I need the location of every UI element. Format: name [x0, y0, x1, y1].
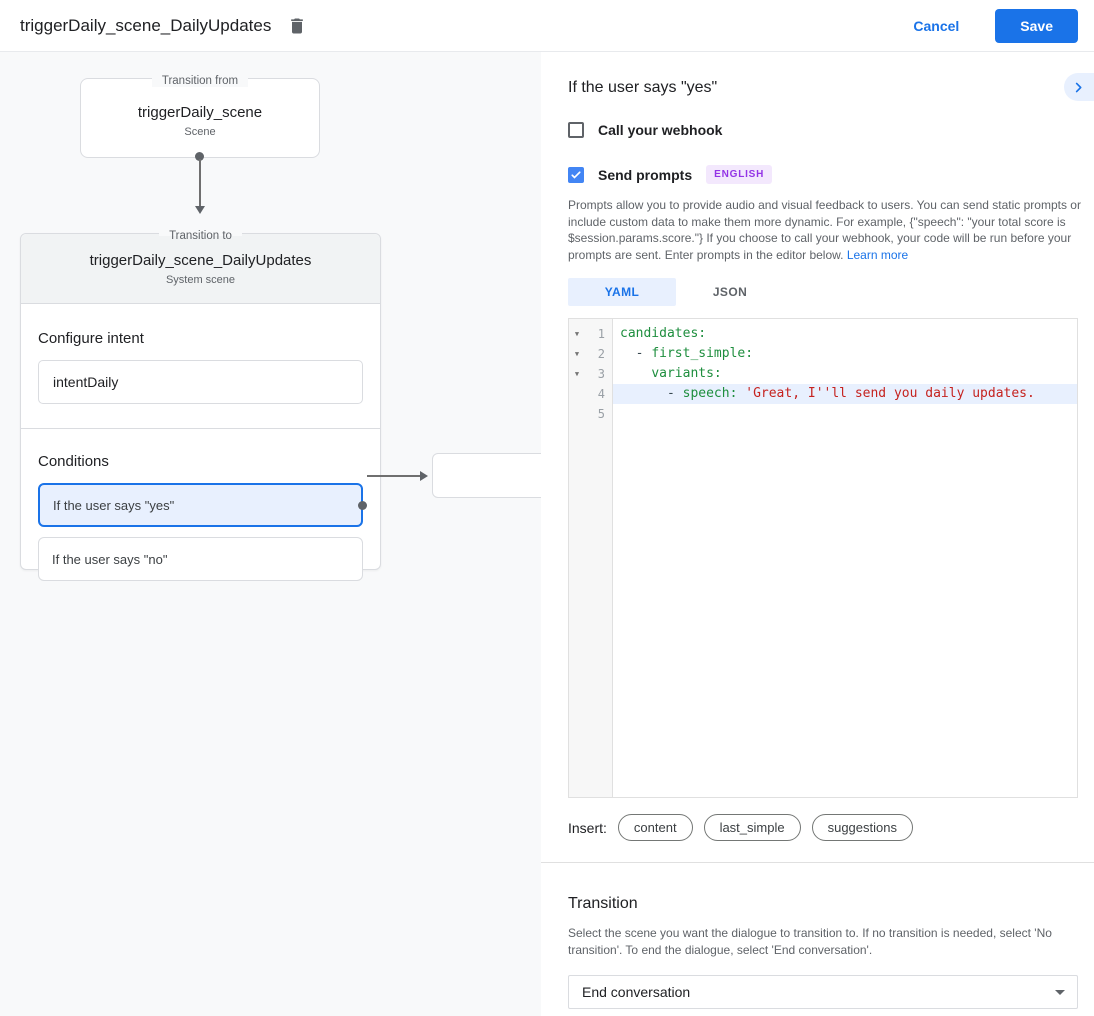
conditions-label: Conditions [38, 453, 109, 470]
page-title: triggerDaily_scene_DailyUpdates [20, 15, 272, 35]
tab-yaml[interactable]: YAML [568, 278, 676, 306]
send-prompts-label: Send prompts [598, 166, 693, 183]
configure-intent-label: Configure intent [38, 330, 144, 347]
transition-to-legend: Transition to [21, 226, 380, 244]
gutter-row: ▼ 3 [569, 364, 612, 384]
insert-row: Insert: content last_simple suggestions [568, 814, 1078, 841]
transition-to-node[interactable]: Transition to triggerDaily_scene_DailyUp… [20, 230, 381, 581]
from-scene-name: triggerDaily_scene [137, 104, 263, 121]
fold-arrow-icon[interactable]: ▼ [574, 350, 580, 358]
webhook-checkbox-label: Call your webhook [598, 122, 723, 138]
arrow-down-icon [195, 206, 205, 214]
line-number: 2 [597, 347, 605, 361]
editor-code-area[interactable]: candidates: - first_simple: variants: - … [613, 319, 1077, 797]
tab-json[interactable]: JSON [712, 285, 748, 299]
gutter-row: 5 [569, 404, 612, 424]
transition-description: Select the scene you want the dialogue t… [568, 926, 1052, 957]
connector-line-horizontal [367, 475, 421, 477]
panel-title: If the user says "yes" [568, 79, 718, 96]
save-button[interactable]: Save [995, 8, 1078, 43]
to-scene-name: triggerDaily_scene_DailyUpdates [89, 251, 312, 269]
code-line-highlighted: - speech: 'Great, I''ll send you daily u… [613, 384, 1077, 404]
transition-from-node[interactable]: Transition from triggerDaily_scene Scene [80, 75, 320, 158]
condition-editor-panel: If the user says "yes" Call your webhook… [541, 52, 1094, 1016]
learn-more-link[interactable]: Learn more [846, 247, 909, 262]
insert-chip-last-simple[interactable]: last_simple [703, 814, 801, 841]
condition-item-no[interactable]: If the user says "no" [38, 537, 363, 581]
line-number: 1 [597, 327, 605, 341]
transition-title: Transition [568, 895, 638, 912]
editor-gutter: ▼ 1 ▼ 2 ▼ 3 4 [569, 319, 613, 797]
line-number: 3 [597, 367, 605, 381]
connector-dot [358, 500, 367, 510]
gutter-row: ▼ 1 [569, 324, 612, 344]
insert-label: Insert: [568, 819, 607, 836]
main-split: Transition from triggerDaily_scene Scene… [0, 52, 1094, 1016]
app-header: triggerDaily_scene_DailyUpdates Cancel S… [0, 0, 1094, 52]
connector-dot [195, 152, 204, 161]
yaml-code-editor[interactable]: ▼ 1 ▼ 2 ▼ 3 4 [568, 318, 1078, 798]
webhook-checkbox[interactable] [568, 122, 584, 138]
to-scene-header: triggerDaily_scene_DailyUpdates System s… [21, 234, 380, 304]
send-prompts-checkbox[interactable] [568, 166, 584, 183]
send-prompts-checkbox-row: Send prompts ENGLISH [568, 165, 1078, 184]
connector-line-vertical [199, 159, 201, 207]
condition-no-label: If the user says "no" [52, 551, 168, 567]
gutter-row: 4 [569, 384, 612, 404]
transition-select[interactable]: End conversation [568, 975, 1078, 1009]
prompts-description: Prompts allow you to provide audio and v… [568, 198, 1081, 262]
cancel-button[interactable]: Cancel [907, 17, 965, 35]
transition-target-node[interactable] [432, 453, 541, 498]
condition-yes-label: If the user says "yes" [53, 497, 175, 513]
insert-chip-suggestions[interactable]: suggestions [811, 814, 913, 841]
transition-from-legend: Transition from [81, 71, 319, 89]
arrow-right-icon [420, 471, 428, 481]
line-number: 5 [597, 407, 605, 421]
scene-diagram-canvas: Transition from triggerDaily_scene Scene… [0, 52, 541, 1016]
checkmark-icon [570, 169, 582, 181]
configure-intent-section: Configure intent intentDaily [21, 304, 380, 404]
code-line [613, 404, 1077, 424]
collapse-panel-button[interactable] [1064, 73, 1094, 101]
gutter-row: ▼ 2 [569, 344, 612, 364]
to-scene-type: System scene [165, 273, 236, 286]
trash-icon [287, 15, 307, 37]
code-line: - first_simple: [620, 346, 754, 361]
insert-chip-content[interactable]: content [617, 814, 693, 841]
fold-arrow-icon[interactable]: ▼ [574, 370, 580, 378]
panel-divider [541, 862, 1094, 863]
delete-scene-button[interactable] [285, 13, 309, 39]
dropdown-caret-icon [1055, 989, 1065, 995]
editor-format-tabs: YAML JSON [568, 278, 1078, 306]
chevron-right-icon [1071, 80, 1086, 95]
line-number: 4 [597, 387, 605, 401]
from-scene-type: Scene [184, 126, 216, 138]
intent-field[interactable]: intentDaily [38, 360, 363, 404]
code-line: candidates: [620, 326, 707, 341]
conditions-section: Conditions If the user says "yes" If the… [21, 437, 380, 581]
webhook-checkbox-row: Call your webhook [568, 122, 1078, 138]
condition-item-yes[interactable]: If the user says "yes" [38, 483, 367, 527]
transition-select-value: End conversation [582, 984, 691, 1000]
section-divider [21, 428, 380, 429]
code-line: variants: [651, 366, 722, 381]
fold-arrow-icon[interactable]: ▼ [574, 330, 580, 338]
language-badge: ENGLISH [706, 165, 773, 184]
